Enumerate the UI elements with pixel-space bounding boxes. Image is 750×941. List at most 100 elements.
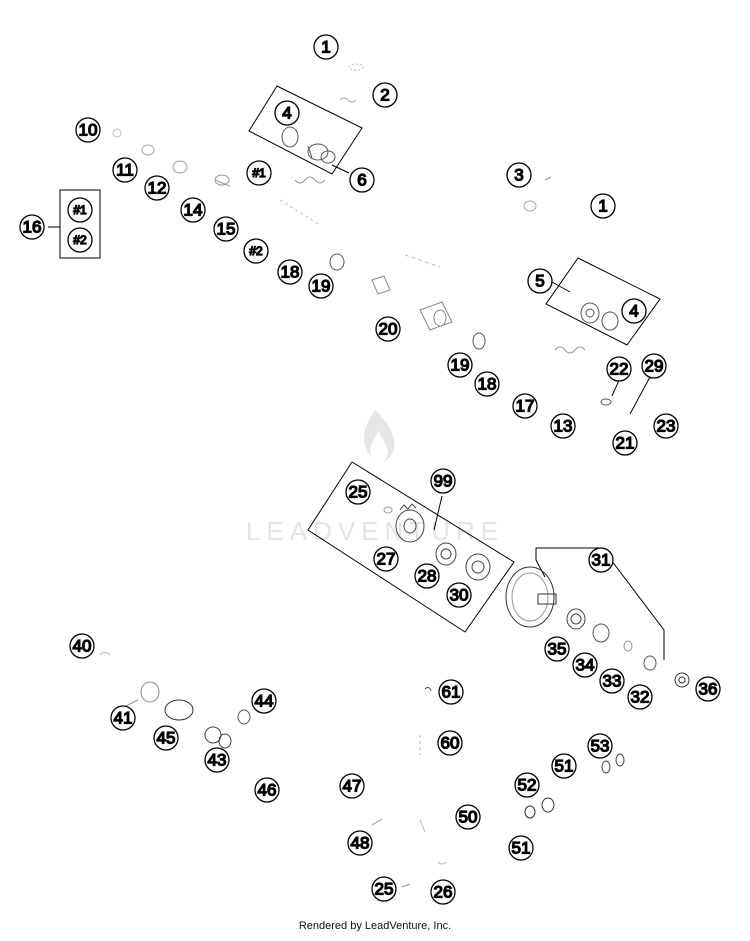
part-oring-45 (164, 699, 194, 721)
callout-label: 4 (629, 302, 638, 321)
callout-label: #1 (252, 166, 266, 180)
callout-51a[interactable]: 51 (551, 753, 577, 779)
callout-19b[interactable]: 19 (447, 352, 473, 378)
callout-18b[interactable]: 18 (474, 371, 500, 397)
group-boxes (59, 85, 661, 633)
callout-23[interactable]: 23 (653, 413, 679, 439)
callout-29[interactable]: 29 (641, 353, 667, 379)
callout-35[interactable]: 35 (544, 636, 570, 662)
callout-10[interactable]: 10 (75, 117, 101, 143)
callout-4b[interactable]: 4 (621, 298, 647, 324)
part-bearing-30 (465, 553, 491, 581)
part-spring-17 (554, 346, 586, 354)
callout-33[interactable]: 33 (599, 668, 625, 694)
part-shaft-20 (371, 254, 453, 331)
callout-52[interactable]: 52 (514, 772, 540, 798)
callout-45[interactable]: 45 (153, 725, 179, 751)
callout-label: 44 (255, 692, 274, 711)
callout-6[interactable]: 6 (349, 167, 375, 193)
callout-15[interactable]: 15 (213, 216, 239, 242)
callout-13[interactable]: 13 (550, 413, 576, 439)
callout-60[interactable]: 60 (437, 730, 463, 756)
callout-label: #2 (249, 244, 263, 258)
callout-label: 41 (114, 709, 133, 728)
callout-label: 31 (592, 551, 611, 570)
part-gear-31 (505, 566, 557, 628)
callout-30[interactable]: 30 (446, 582, 472, 608)
callout-1b[interactable]: 1 (590, 193, 616, 219)
callout-32[interactable]: 32 (627, 684, 653, 710)
callout-label: 28 (418, 567, 437, 586)
callout-2[interactable]: 2 (372, 82, 398, 108)
callout-26[interactable]: 26 (430, 879, 456, 905)
callout-19a[interactable]: 19 (308, 273, 334, 299)
callout-label: 21 (616, 434, 635, 453)
callout-50[interactable]: 50 (455, 804, 481, 830)
callout-53[interactable]: 53 (587, 733, 613, 759)
callout-43[interactable]: 43 (204, 747, 230, 773)
callout-variant-1a[interactable]: #1 (246, 160, 272, 186)
callout-label: 35 (548, 640, 567, 659)
callout-28[interactable]: 28 (414, 563, 440, 589)
part-rod-15 (279, 199, 321, 226)
callout-14[interactable]: 14 (180, 197, 206, 223)
callout-44[interactable]: 44 (251, 688, 277, 714)
part-nut-36 (674, 672, 690, 688)
callout-46[interactable]: 46 (254, 777, 280, 803)
callout-label: 60 (441, 734, 460, 753)
callout-11[interactable]: 11 (112, 157, 138, 183)
callout-label: 18 (478, 375, 497, 394)
part-gear-99 (395, 503, 425, 543)
callout-12[interactable]: 12 (144, 175, 170, 201)
callout-22[interactable]: 22 (606, 356, 632, 382)
part-bearing-28 (435, 542, 457, 566)
part-spring-15 (294, 176, 326, 184)
callout-variant-1b[interactable]: #1 (67, 197, 93, 223)
callout-18a[interactable]: 18 (277, 259, 303, 285)
part-washer-25b (401, 883, 411, 888)
callout-label: 6 (357, 171, 366, 190)
callout-47[interactable]: 47 (339, 773, 365, 799)
callout-16[interactable]: 16 (19, 214, 45, 240)
callout-41[interactable]: 41 (110, 705, 136, 731)
callout-25b[interactable]: 25 (371, 876, 397, 902)
callout-51b[interactable]: 51 (508, 835, 534, 861)
callout-label: 3 (514, 166, 523, 185)
part-bearing-35 (566, 608, 586, 630)
callout-variant-2a[interactable]: #2 (243, 238, 269, 264)
callout-17[interactable]: 17 (512, 393, 538, 419)
callout-label: 27 (377, 550, 396, 569)
part-clip-40 (99, 652, 111, 656)
callout-34[interactable]: 34 (572, 652, 598, 678)
callout-48[interactable]: 48 (347, 830, 373, 856)
callout-61[interactable]: 61 (438, 679, 464, 705)
part-bolt-14 (214, 174, 231, 187)
group-box-99 (307, 461, 515, 633)
part-ring-4 (281, 126, 299, 148)
callout-40[interactable]: 40 (69, 633, 95, 659)
callout-label: 2 (380, 86, 389, 105)
callout-label: 15 (217, 220, 236, 239)
callout-25a[interactable]: 25 (345, 479, 371, 505)
callout-3[interactable]: 3 (506, 162, 532, 188)
callout-label: 17 (516, 397, 535, 416)
callout-99[interactable]: 99 (430, 468, 456, 494)
callout-27[interactable]: 27 (373, 546, 399, 572)
callout-label: 32 (631, 688, 650, 707)
callout-5[interactable]: 5 (527, 268, 553, 294)
callout-1[interactable]: 1 (313, 34, 339, 60)
part-spring-2 (339, 97, 357, 103)
callout-variant-2b[interactable]: #2 (67, 227, 93, 253)
callout-label: 45 (157, 729, 176, 748)
callout-20[interactable]: 20 (375, 316, 401, 342)
part-shaft-48 (371, 818, 383, 826)
callout-31[interactable]: 31 (588, 547, 614, 573)
callout-label: 52 (518, 776, 537, 795)
callout-label: 47 (343, 777, 362, 796)
part-cam-5 (580, 302, 619, 331)
callout-36[interactable]: 36 (695, 676, 721, 702)
callout-21[interactable]: 21 (612, 430, 638, 456)
callout-label: 30 (450, 586, 469, 605)
callout-label: 61 (442, 683, 461, 702)
callout-4[interactable]: 4 (274, 100, 300, 126)
